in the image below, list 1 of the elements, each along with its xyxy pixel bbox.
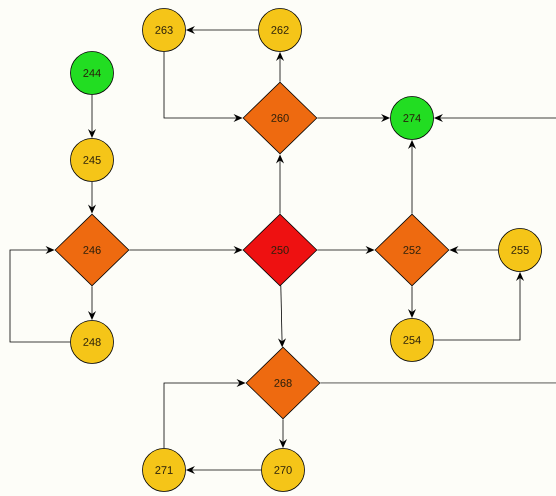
arrow — [10, 246, 70, 342]
